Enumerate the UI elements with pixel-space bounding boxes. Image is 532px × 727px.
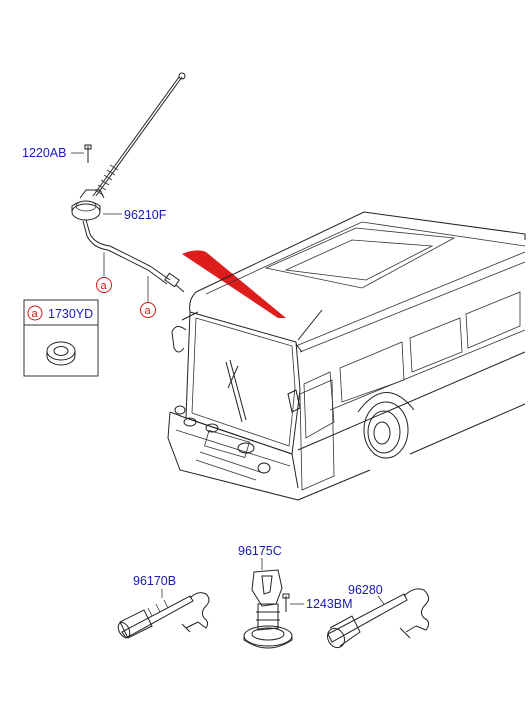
label-1220ab: 1220AB — [22, 146, 66, 160]
svg-text:a: a — [101, 280, 108, 292]
mic-holder-96175c — [243, 558, 293, 649]
svg-text:a: a — [145, 305, 152, 317]
label-96210f: 96210F — [124, 208, 167, 222]
antenna-mast — [95, 76, 183, 197]
microphone-96170b — [117, 592, 210, 639]
antenna-tip — [178, 72, 186, 80]
bolt-1220ab — [71, 144, 92, 163]
ref-circle-a-1: a — [96, 277, 112, 293]
ref-circle-a-3: a — [27, 305, 43, 321]
bus-illustration — [167, 211, 526, 501]
antenna-base — [71, 189, 105, 221]
label-96175c: 96175C — [238, 544, 282, 558]
label-96280: 96280 — [348, 583, 383, 597]
label-96170b: 96170B — [133, 574, 176, 588]
label-1243bm: 1243BM — [306, 597, 353, 611]
antenna-connector — [164, 272, 185, 293]
label-1730yd: 1730YD — [48, 307, 93, 321]
antenna-cable — [85, 219, 171, 281]
antenna-assembly — [71, 72, 186, 302]
antenna-coil — [94, 164, 119, 196]
grommet-icon — [46, 341, 76, 366]
screw-1243bm — [282, 593, 304, 612]
antenna-location-highlight — [182, 250, 286, 318]
microphone-96280 — [327, 588, 430, 649]
ref-circle-a-2: a — [140, 302, 156, 318]
svg-text:a: a — [32, 308, 39, 320]
grommet-inset-box: a 1730YD — [23, 299, 99, 377]
